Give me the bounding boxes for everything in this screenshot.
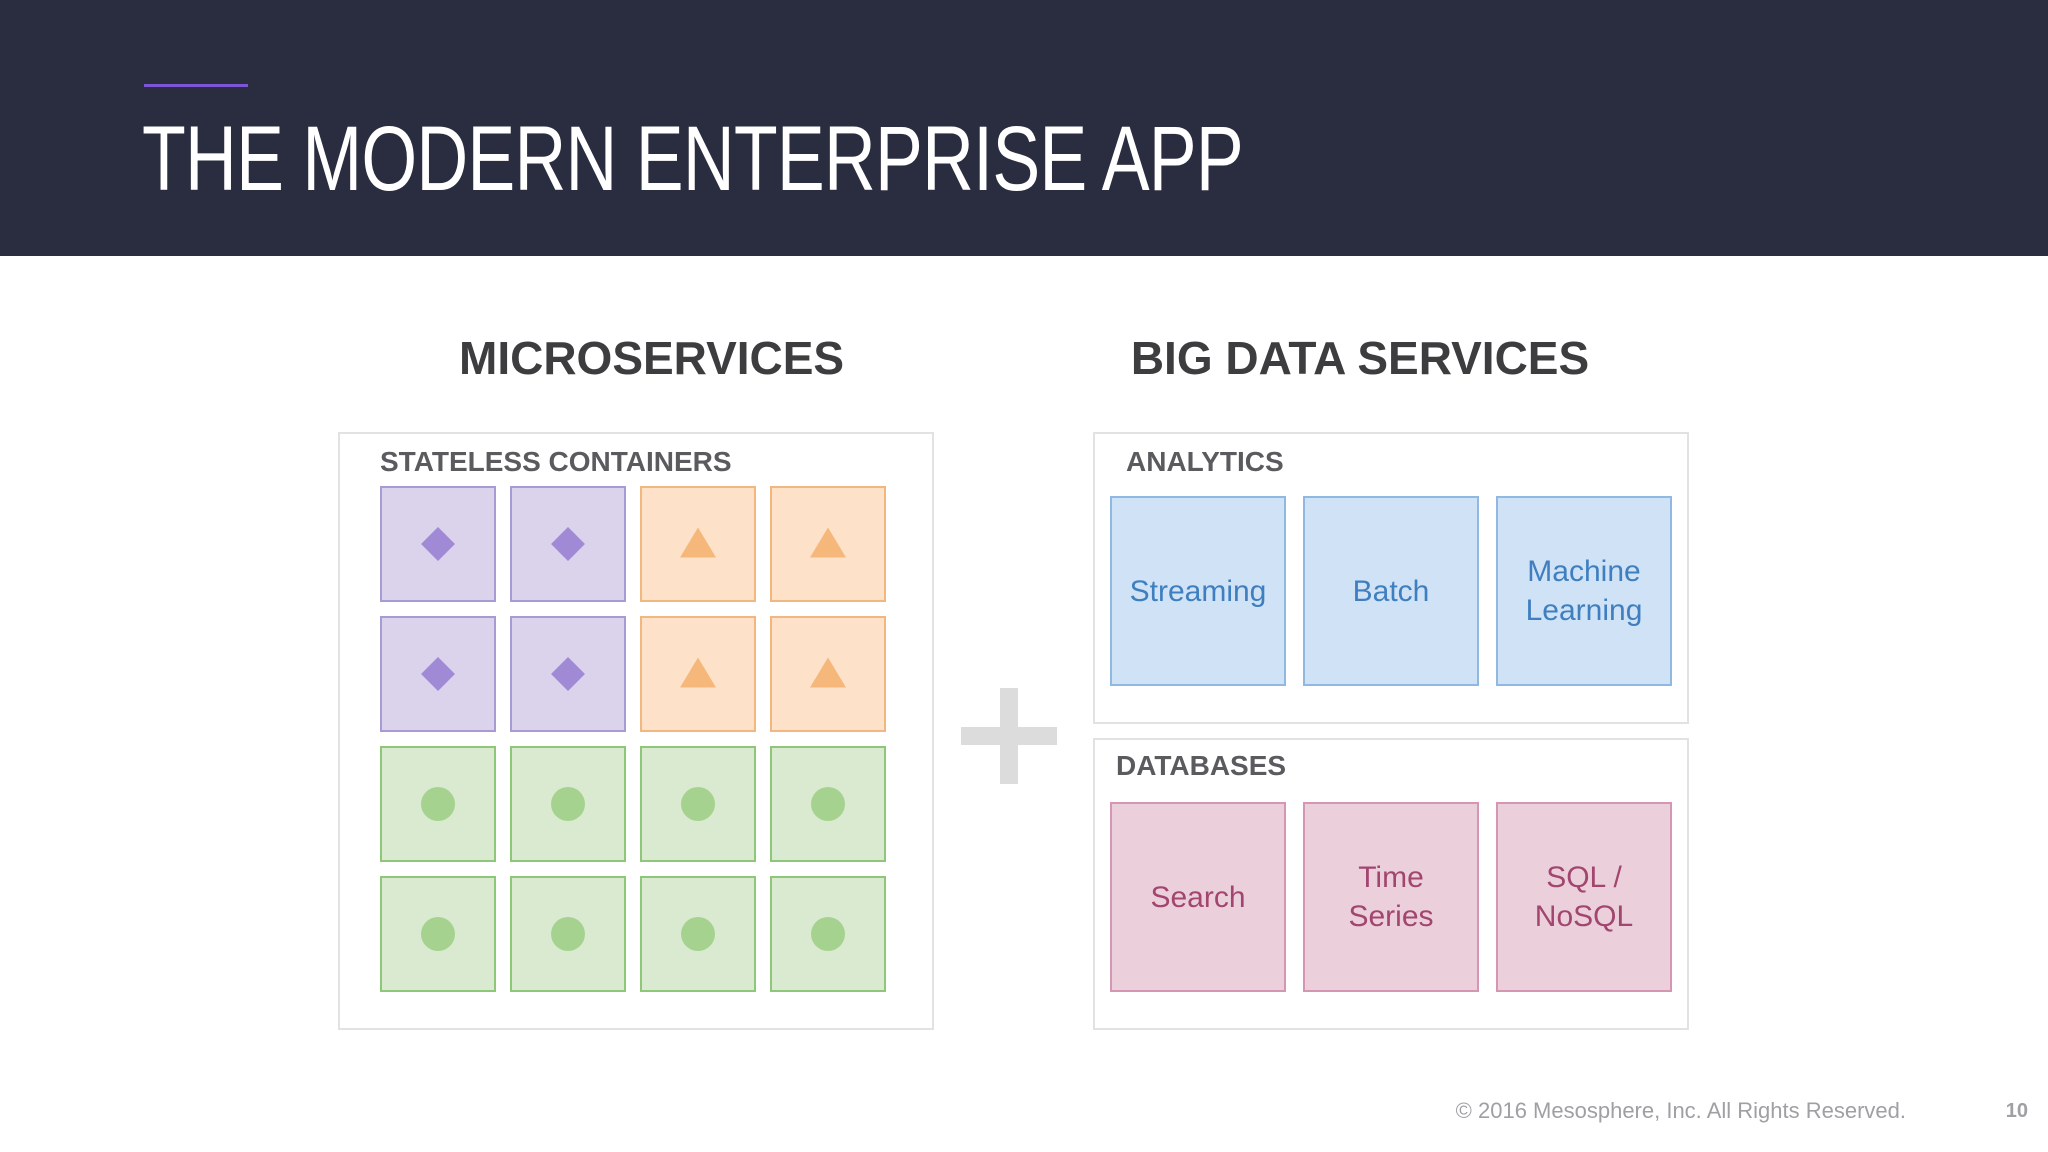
- diamond-icon: [551, 657, 585, 691]
- analytics-label: ANALYTICS: [1126, 446, 1284, 477]
- circle-icon: [811, 917, 845, 951]
- diamond-icon: [551, 527, 585, 561]
- page-number: 10: [2005, 1100, 2028, 1122]
- analytics-machine-learning: Machine Learning: [1496, 496, 1672, 686]
- triangle-icon: [810, 527, 846, 558]
- container-tile: [770, 746, 886, 862]
- circle-icon: [551, 917, 585, 951]
- analytics-batch: Batch: [1303, 496, 1479, 686]
- container-tile: [770, 616, 886, 732]
- container-tile: [510, 876, 626, 992]
- container-tile: [770, 876, 886, 992]
- container-tile: [640, 876, 756, 992]
- circle-icon: [421, 787, 455, 821]
- container-tile: [510, 616, 626, 732]
- plus-icon-bar: [961, 727, 1057, 745]
- microservices-heading: MICROSERVICES: [459, 332, 845, 384]
- database-sql-nosql: SQL / NoSQL: [1496, 802, 1672, 992]
- analytics-panel: ANALYTICS Streaming Batch Machine Learni…: [1093, 432, 1689, 724]
- analytics-streaming: Streaming: [1110, 496, 1286, 686]
- circle-icon: [421, 917, 455, 951]
- circle-icon: [681, 917, 715, 951]
- triangle-icon: [810, 657, 846, 688]
- circle-icon: [681, 787, 715, 821]
- circle-icon: [811, 787, 845, 821]
- circle-icon: [551, 787, 585, 821]
- copyright-notice: © 2016 Mesosphere, Inc. All Rights Reser…: [1455, 1098, 1906, 1123]
- container-tile: [380, 746, 496, 862]
- container-tile: [640, 486, 756, 602]
- database-search: Search: [1110, 802, 1286, 992]
- slide-header: THE MODERN ENTERPRISE APP: [0, 0, 2048, 256]
- container-tile: [640, 616, 756, 732]
- container-tile: [380, 616, 496, 732]
- database-time-series: Time Series: [1303, 802, 1479, 992]
- title-accent-line: [144, 84, 248, 87]
- container-tile: [380, 486, 496, 602]
- slide-title: THE MODERN ENTERPRISE APP: [142, 108, 1244, 210]
- triangle-icon: [680, 527, 716, 558]
- stateless-containers-panel: STATELESS CONTAINERS: [338, 432, 934, 1030]
- triangle-icon: [680, 657, 716, 688]
- diamond-icon: [421, 657, 455, 691]
- container-tile: [640, 746, 756, 862]
- big-data-services-heading: BIG DATA SERVICES: [1130, 332, 1590, 384]
- container-tile: [510, 746, 626, 862]
- container-tile: [380, 876, 496, 992]
- databases-panel: DATABASES Search Time Series SQL / NoSQL: [1093, 738, 1689, 1030]
- diamond-icon: [421, 527, 455, 561]
- stateless-containers-label: STATELESS CONTAINERS: [380, 446, 732, 477]
- container-tile: [510, 486, 626, 602]
- databases-label: DATABASES: [1116, 750, 1287, 781]
- container-tile: [770, 486, 886, 602]
